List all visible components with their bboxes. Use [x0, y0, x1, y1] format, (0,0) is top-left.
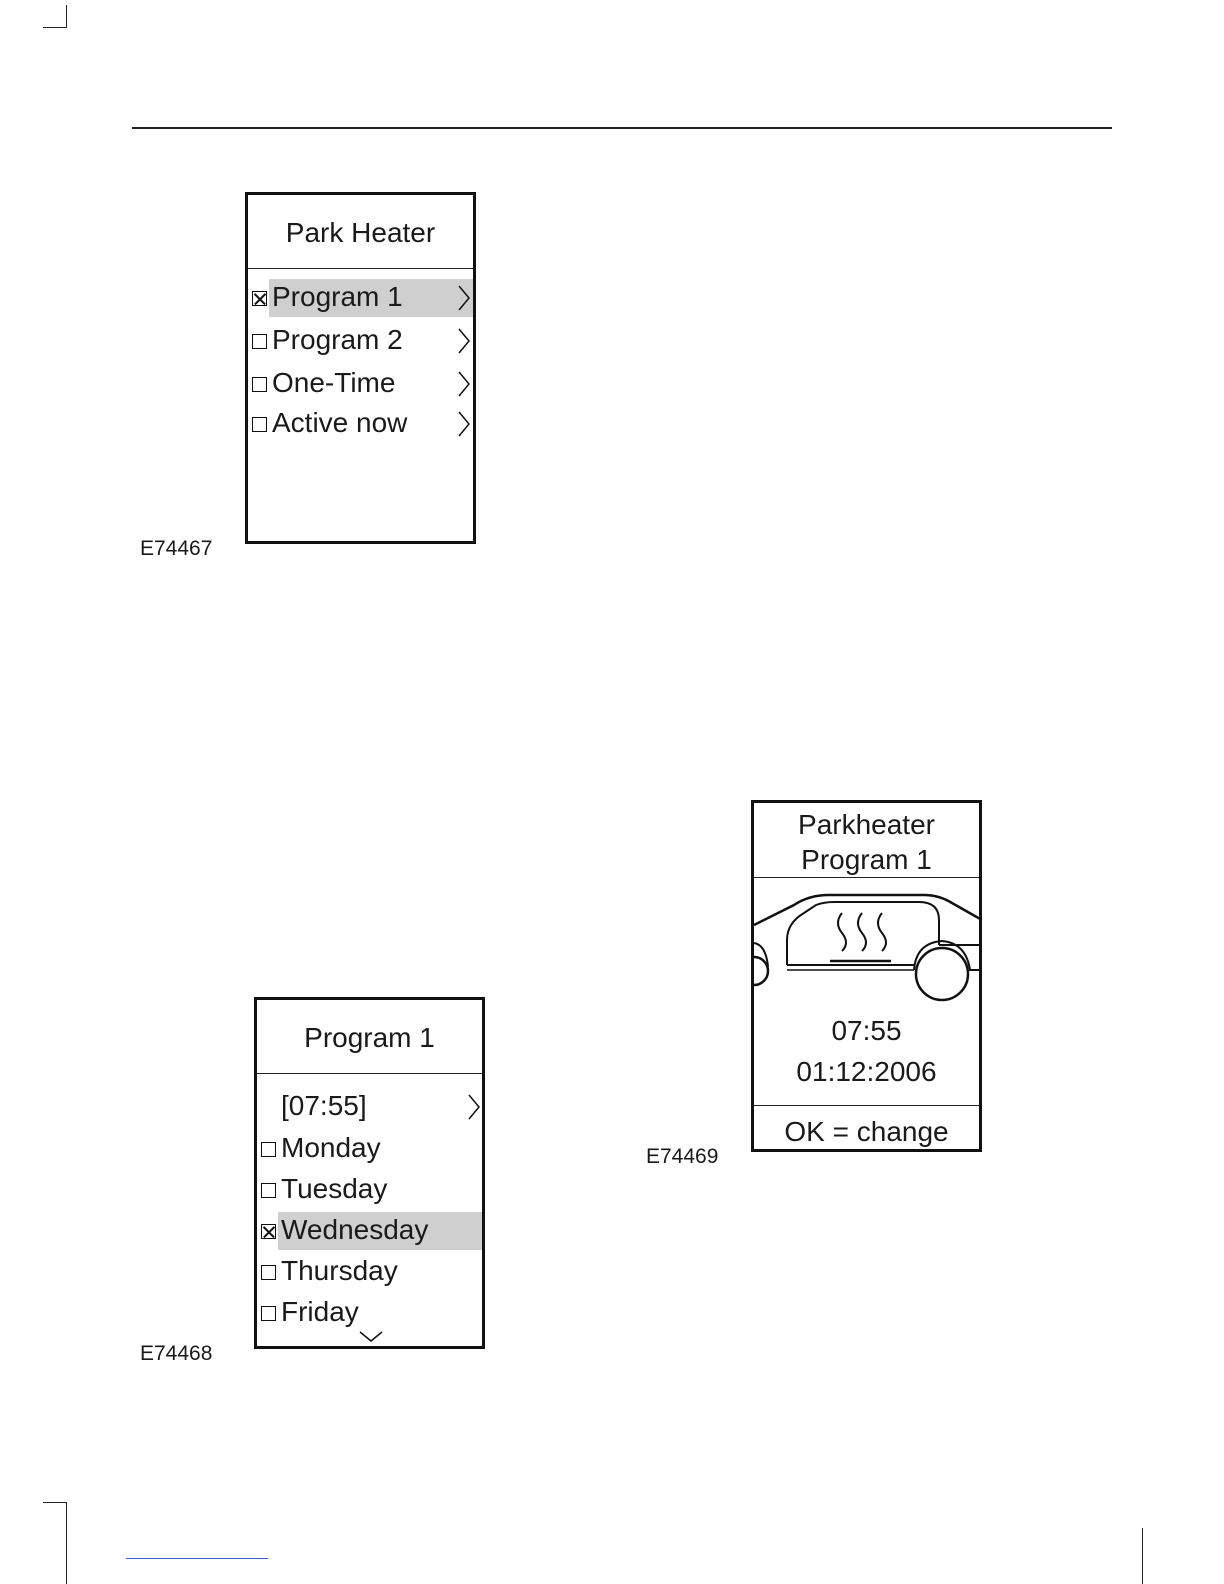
header-rule	[132, 127, 1112, 129]
menu-item-label: Program 1	[272, 281, 403, 313]
day-label: Tuesday	[281, 1173, 387, 1205]
menu-item-label: Active now	[272, 407, 407, 439]
menu-item-program-1[interactable]: Program 1	[248, 279, 473, 317]
parkheater-status-display: Parkheater Program 1 07:55 01:12:2006 OK…	[751, 800, 982, 1152]
program-1-days-display: Program 1 [07:55] Monday Tuesday Wednesd…	[254, 997, 485, 1349]
car-heater-icon	[754, 885, 982, 1015]
checkbox-unchecked[interactable]	[252, 377, 267, 392]
chevron-right-icon	[457, 327, 471, 355]
crop-mark-bottom-left	[43, 1502, 67, 1584]
day-label: Wednesday	[281, 1214, 428, 1246]
title-divider	[248, 268, 473, 269]
footer-link-underline[interactable]	[126, 1558, 268, 1559]
day-item-monday[interactable]: Monday	[257, 1130, 482, 1168]
status-time: 07:55	[754, 1015, 979, 1047]
page-title: Park Heater	[248, 217, 473, 249]
title-line-2: Program 1	[754, 844, 979, 876]
checkbox-unchecked[interactable]	[252, 417, 267, 432]
title-divider	[754, 877, 979, 878]
chevron-down-icon[interactable]	[358, 1330, 384, 1344]
menu-item-label: One-Time	[272, 367, 395, 399]
checkbox-unchecked[interactable]	[261, 1142, 276, 1157]
footer-divider	[754, 1105, 979, 1106]
status-date: 01:12:2006	[754, 1056, 979, 1088]
chevron-right-icon	[457, 370, 471, 398]
title-line-1: Parkheater	[754, 809, 979, 841]
title-divider	[257, 1073, 482, 1074]
day-item-friday[interactable]: Friday	[257, 1294, 482, 1332]
time-value: [07:55]	[281, 1090, 367, 1122]
crop-mark-bottom-right	[1142, 1528, 1143, 1584]
checkbox-unchecked[interactable]	[261, 1265, 276, 1280]
chevron-right-icon	[457, 410, 471, 438]
menu-item-program-2[interactable]: Program 2	[248, 322, 473, 360]
day-item-wednesday[interactable]: Wednesday	[257, 1212, 482, 1250]
time-setting-row[interactable]: [07:55]	[257, 1088, 482, 1126]
checkbox-checked[interactable]	[252, 291, 267, 306]
figure-label: E74468	[140, 1342, 212, 1366]
day-label: Thursday	[281, 1255, 398, 1287]
menu-item-label: Program 2	[272, 324, 403, 356]
menu-item-active-now[interactable]: Active now	[248, 405, 473, 443]
day-item-thursday[interactable]: Thursday	[257, 1253, 482, 1291]
day-label: Monday	[281, 1132, 381, 1164]
checkbox-unchecked[interactable]	[261, 1183, 276, 1198]
day-label: Friday	[281, 1296, 359, 1328]
chevron-right-icon	[457, 284, 471, 312]
park-heater-menu-display: Park Heater Program 1 Program 2 One-Time…	[245, 192, 476, 544]
ok-change-hint[interactable]: OK = change	[754, 1116, 979, 1148]
day-item-tuesday[interactable]: Tuesday	[257, 1171, 482, 1209]
chevron-right-icon	[467, 1093, 481, 1121]
checkbox-unchecked[interactable]	[261, 1306, 276, 1321]
menu-item-one-time[interactable]: One-Time	[248, 365, 473, 403]
page-title: Program 1	[257, 1022, 482, 1054]
figure-label: E74469	[646, 1145, 718, 1169]
crop-mark-top-left	[43, 5, 67, 28]
checkbox-unchecked[interactable]	[252, 334, 267, 349]
checkbox-checked[interactable]	[261, 1224, 276, 1239]
figure-label: E74467	[140, 537, 212, 561]
